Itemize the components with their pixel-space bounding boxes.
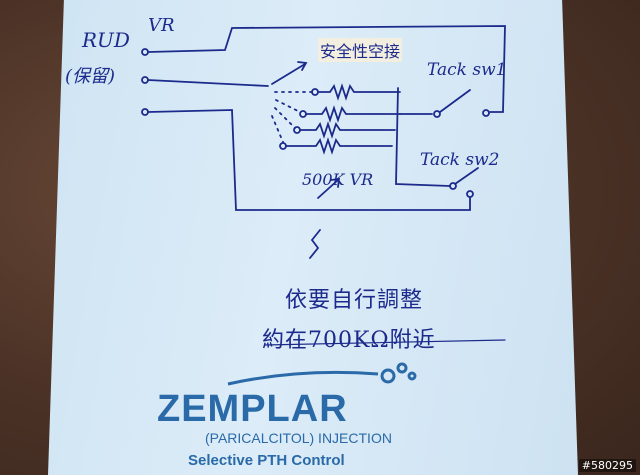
tack-sw2-contact-b — [466, 190, 474, 198]
rotary-dots — [271, 91, 313, 143]
logo-wordmark: ZEMPLAR — [157, 388, 348, 430]
pointer-500k — [317, 177, 341, 199]
resistor-1 — [317, 83, 401, 101]
tack-sw2-lever — [454, 167, 479, 185]
label-tack-sw2: Tack sw2 — [420, 150, 500, 170]
logo-subtitle: (PARICALCITOL) INJECTION — [205, 430, 392, 446]
tack-sw1-contact-b — [482, 109, 490, 117]
wire-top — [147, 25, 506, 113]
resistor-3 — [299, 121, 396, 139]
note-line-2: 約在700KΩ附近 — [262, 328, 436, 353]
resistor-2 — [305, 105, 401, 123]
tack-sw1-contact-a — [433, 110, 441, 118]
wire-bottom — [147, 109, 471, 211]
wire-middle — [147, 79, 269, 87]
tack-sw2-contact-a — [449, 182, 457, 190]
label-tack-sw1: Tack sw1 — [427, 60, 507, 80]
label-reserved: (保留) — [65, 66, 116, 87]
label-500k-vr: 500K VR — [302, 170, 374, 189]
note-line-1: 依要自行調整 — [285, 288, 424, 313]
logo-swoosh — [227, 362, 417, 386]
resistor-4 — [285, 137, 393, 155]
watermark-id: #580295 — [578, 459, 636, 472]
rotary-arrow — [271, 63, 306, 85]
label-vr: VR — [148, 15, 175, 36]
label-rud: RUD — [82, 28, 130, 52]
label-safe-open: 安全性空接 — [318, 38, 403, 62]
tack-sw1-lever — [439, 89, 471, 113]
pointer-note — [309, 229, 321, 259]
logo-tagline: Selective PTH Control — [188, 452, 345, 469]
bus-vertical — [395, 87, 451, 187]
